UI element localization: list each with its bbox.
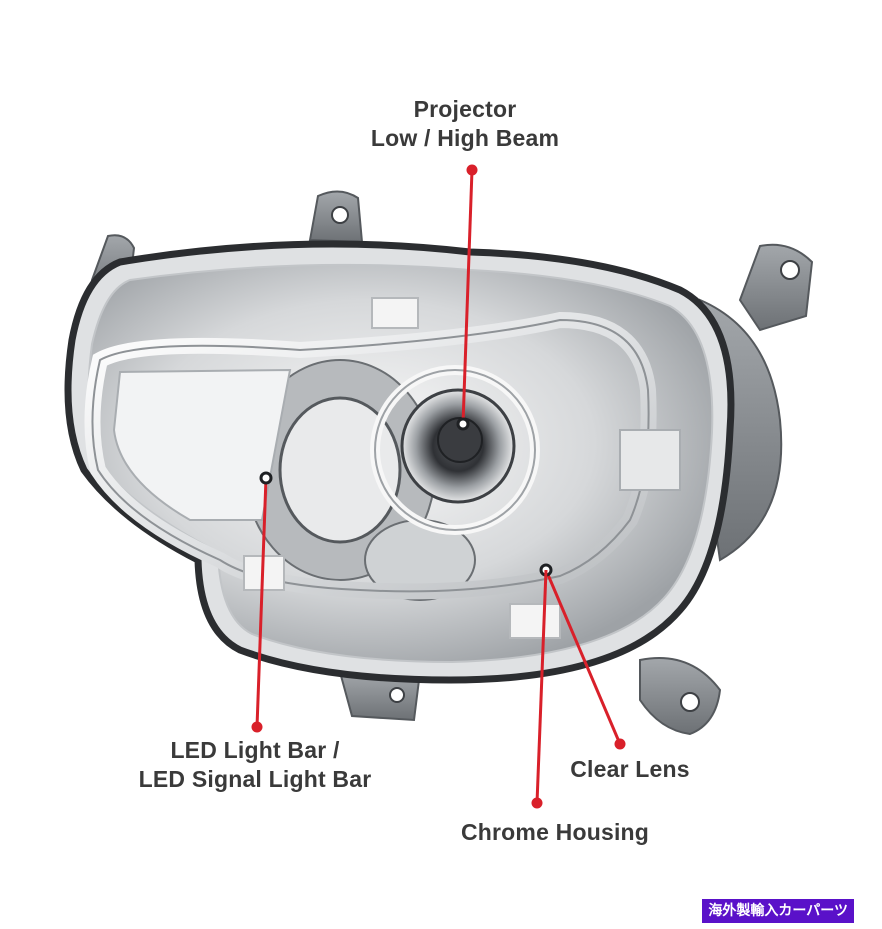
clear-lens-callout: Clear Lens <box>555 755 705 784</box>
right-mount-tab <box>738 243 814 332</box>
led-bar-leader-bottom-dot <box>251 721 263 733</box>
led-bar-leader-line <box>255 477 268 728</box>
led-bar-callout-line2: LED Signal Light Bar <box>138 766 372 792</box>
mount-hole <box>780 260 800 280</box>
watermark-badge: 海外製輸入カーパーツ <box>702 899 854 923</box>
leader-lines <box>251 164 626 809</box>
projector-leader-target-dot <box>456 417 470 431</box>
led-bar-callout: LED Light Bar / LED Signal Light Bar <box>105 736 405 794</box>
chrome-housing-callout-line1: Chrome Housing <box>460 819 650 845</box>
headlight-illustration <box>64 190 814 736</box>
side-marker-block <box>371 297 419 329</box>
chrome-reflector <box>278 396 402 544</box>
chrome-leader-line <box>535 569 548 804</box>
chrome-housing-callout: Chrome Housing <box>440 818 670 847</box>
projector-callout-line2: Low / High Beam <box>370 125 560 151</box>
clear-lens-leader-bottom-dot <box>614 738 626 750</box>
chrome-leader-bottom-dot <box>531 797 543 809</box>
led-light-bar-edge <box>91 318 650 593</box>
led-light-bar-window <box>112 368 292 521</box>
projector-leader-line <box>461 169 474 425</box>
projector-leader-top-dot <box>466 164 478 176</box>
projector-callout: Projector Low / High Beam <box>340 95 590 153</box>
side-marker-block <box>619 429 681 491</box>
led-bar-callout-line1: LED Light Bar / <box>170 737 340 763</box>
clear-lens-callout-line1: Clear Lens <box>570 756 690 782</box>
projector-halo-ring <box>374 369 536 531</box>
clear-lens-leader-line <box>544 569 622 745</box>
projector-lens-core <box>437 417 483 463</box>
side-marker-block <box>509 603 561 639</box>
bottom-mount-tab <box>639 657 722 736</box>
projector-callout-line1: Projector <box>413 96 517 122</box>
mount-hole <box>389 687 405 703</box>
mount-hole <box>331 206 349 224</box>
mount-hole <box>680 692 700 712</box>
led-bar-leader-target-dot <box>259 471 273 485</box>
